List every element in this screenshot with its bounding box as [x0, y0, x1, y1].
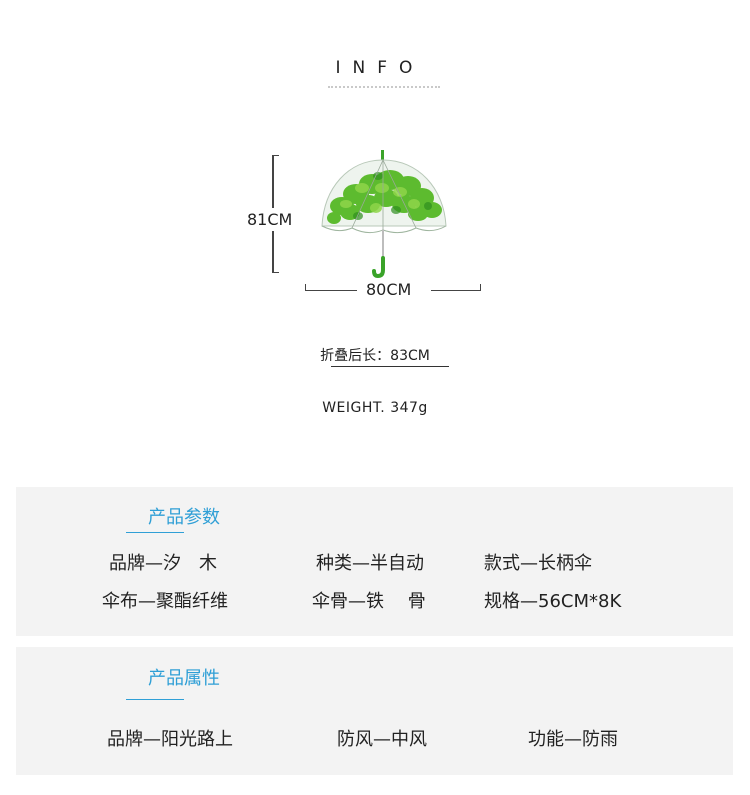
attr-function: 功能—防雨: [528, 729, 618, 750]
param-fabric: 伞布—聚酯纤维: [102, 591, 228, 612]
product-attrs-title: 产品属性: [148, 668, 220, 689]
product-params-underline: [126, 532, 184, 533]
weight-label: WEIGHT. 347g: [322, 400, 428, 416]
param-frame: 伞骨—铁 骨: [312, 591, 426, 612]
width-dimension-line-right: [431, 290, 481, 291]
width-dimension-line-left: [305, 290, 357, 291]
umbrella-image: [321, 150, 447, 278]
info-title: INFO: [335, 58, 425, 78]
param-brand: 品牌—汐 木: [109, 553, 217, 574]
product-params-title: 产品参数: [148, 507, 220, 528]
folded-length-underline: [331, 366, 449, 367]
info-dotted-divider: [328, 84, 440, 88]
param-type: 种类—半自动: [316, 553, 424, 574]
product-attrs-underline: [126, 699, 184, 700]
height-dimension-cap-top: [272, 155, 279, 156]
product-params-panel: 产品参数 品牌—汐 木 种类—半自动 款式—长柄伞 伞布—聚酯纤维 伞骨—铁 骨…: [16, 487, 733, 636]
width-dimension-cap-left: [305, 284, 306, 291]
folded-length: 折叠后长：83CM: [320, 348, 430, 364]
attr-wind: 防风—中风: [337, 729, 427, 750]
width-dimension-cap-right: [480, 284, 481, 291]
width-label: 80CM: [366, 280, 412, 299]
param-style: 款式—长柄伞: [484, 553, 592, 574]
product-attrs-panel: 产品属性 品牌—阳光路上 防风—中风 功能—防雨: [16, 647, 733, 775]
param-spec: 规格—56CM*8K: [484, 591, 622, 612]
height-label: 81CM: [247, 208, 293, 231]
height-dimension-cap-bottom: [272, 272, 279, 273]
attr-brand: 品牌—阳光路上: [107, 729, 233, 750]
